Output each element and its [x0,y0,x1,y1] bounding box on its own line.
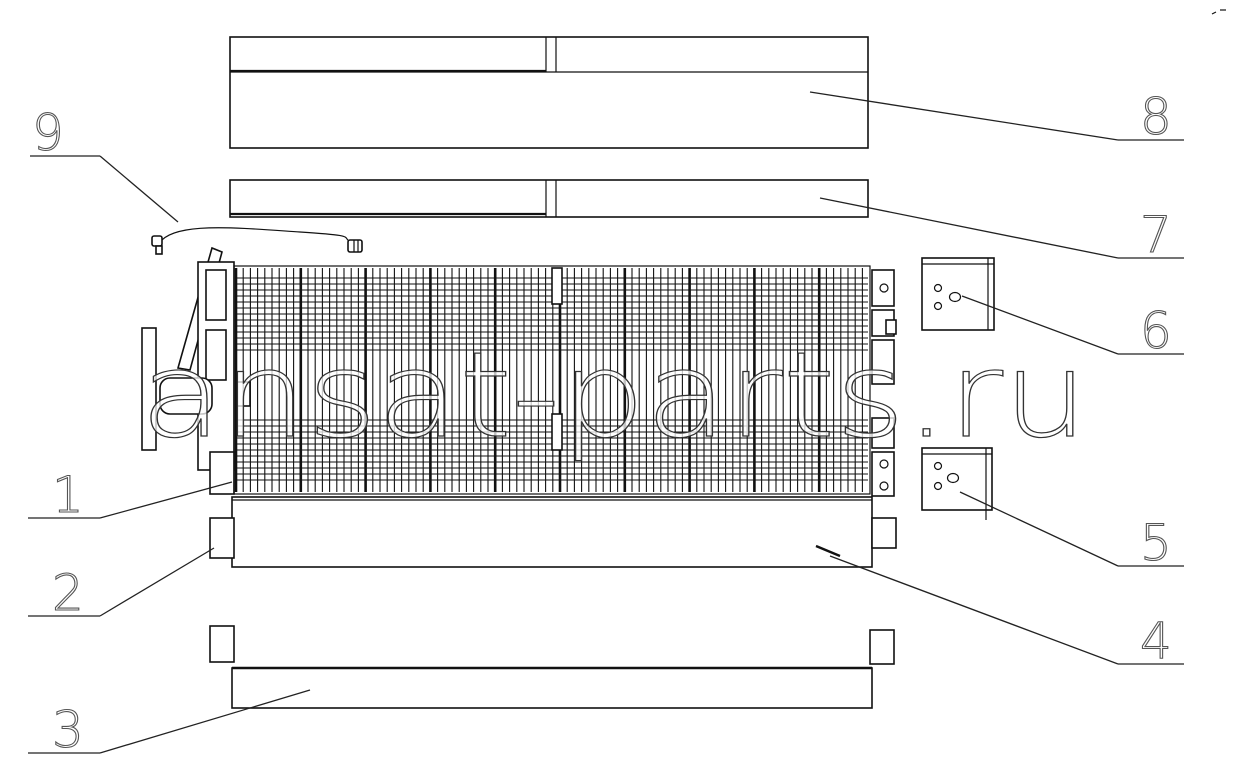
part-7-middle-cover [229,179,869,218]
callout-9: 9 [32,104,64,162]
corner-mark [1211,9,1226,15]
watermark: ansat-parts.ru [140,326,1088,464]
part-1-heater-core [141,246,897,497]
part-5-side-plate [921,447,993,520]
callout-7: 7 [1140,206,1172,264]
part-4-lower-channel [231,496,873,568]
right-end-bracket [871,269,897,497]
callout-labels: 1 2 3 4 5 6 7 8 9 [31,87,1172,759]
callout-6: 6 [1140,302,1172,360]
leader-lines [28,91,1184,754]
callout-4: 4 [1140,612,1172,670]
callout-1: 1 [52,466,84,524]
coil-fins [234,268,863,492]
part-8-top-cover [229,36,869,149]
part-3-bottom-tray [209,625,895,709]
part-9-wiring-harness [151,227,363,255]
left-end-bracket [141,246,251,495]
callout-3: 3 [52,701,84,759]
callout-5: 5 [1140,514,1172,572]
callout-2: 2 [52,564,84,622]
part-6-side-plate [921,257,995,331]
callout-8: 8 [1140,88,1172,146]
part-2-end-cap [209,517,897,559]
